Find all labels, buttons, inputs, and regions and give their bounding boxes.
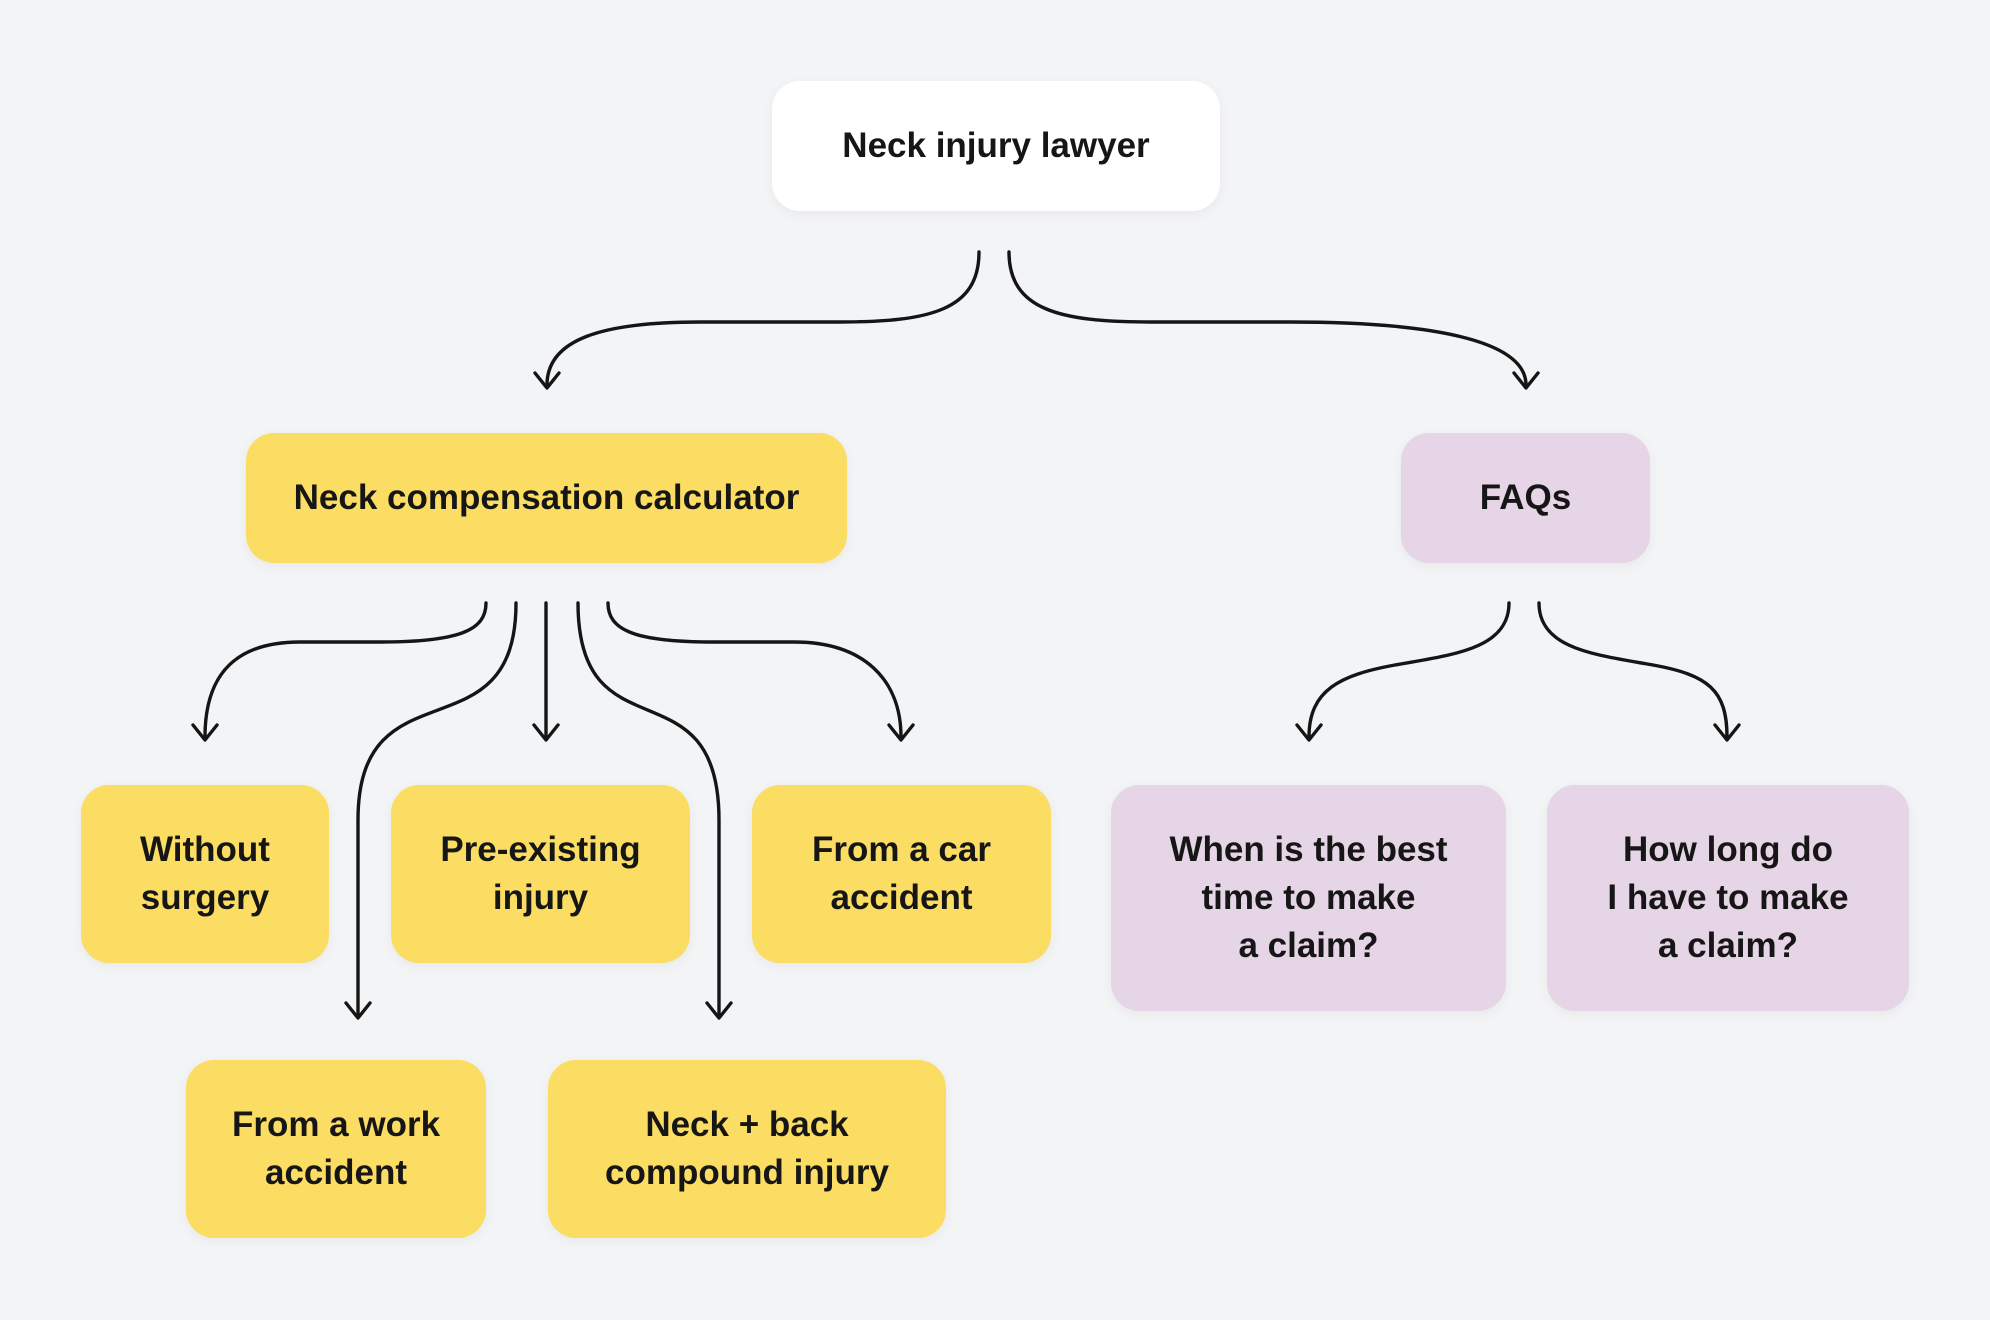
node-pre-existing-injury: Pre-existing injury: [391, 785, 690, 963]
node-label: FAQs: [1479, 478, 1572, 517]
connector-calc-to-without-surgery: [203, 601, 488, 739]
arrowhead-neck-back: [705, 1001, 733, 1020]
node-label: From a car accident: [812, 830, 991, 917]
arrowhead-car-accident: [887, 723, 915, 742]
arrowhead-best-time: [1295, 723, 1323, 742]
node-neck-back-compound-injury: Neck + back compound injury: [548, 1060, 946, 1238]
arrowhead-faqs: [1512, 371, 1540, 390]
node-neck-injury-lawyer: Neck injury lawyer: [772, 81, 1220, 211]
node-label: Neck injury lawyer: [842, 126, 1150, 165]
node-label: Pre-existing injury: [440, 830, 641, 917]
node-from-a-car-accident: From a car accident: [752, 785, 1051, 963]
connector-faqs-to-how-long: [1537, 601, 1729, 739]
node-faqs: FAQs: [1401, 433, 1650, 563]
node-neck-compensation-calculator: Neck compensation calculator: [246, 433, 847, 563]
node-from-a-work-accident: From a work accident: [186, 1060, 486, 1238]
node-label: Neck + back compound injury: [605, 1105, 889, 1192]
arrowhead-calculator: [533, 371, 561, 390]
arrowhead-without-surgery: [191, 723, 219, 742]
node-without-surgery: Without surgery: [81, 785, 329, 963]
arrowhead-work-accident: [344, 1001, 372, 1020]
connector-root-to-faqs: [1007, 250, 1528, 387]
connector-calc-to-work-accident: [356, 601, 518, 1017]
connector-root-to-calculator: [545, 250, 981, 387]
node-label: How long do I have to make a claim?: [1607, 830, 1849, 965]
connector-calc-to-car-accident: [606, 601, 903, 739]
node-label: Neck compensation calculator: [293, 478, 800, 517]
node-label: When is the best time to make a claim?: [1169, 830, 1448, 965]
arrowhead-how-long: [1713, 723, 1741, 742]
connector-faqs-to-best-time: [1307, 601, 1511, 739]
arrowhead-pre-existing: [532, 723, 560, 742]
node-how-long-to-claim: How long do I have to make a claim?: [1547, 785, 1909, 1011]
node-label: Without surgery: [140, 830, 270, 917]
node-label: From a work accident: [231, 1105, 441, 1192]
node-best-time-to-claim: When is the best time to make a claim?: [1111, 785, 1506, 1011]
connector-calc-to-neck-back: [576, 601, 721, 1017]
